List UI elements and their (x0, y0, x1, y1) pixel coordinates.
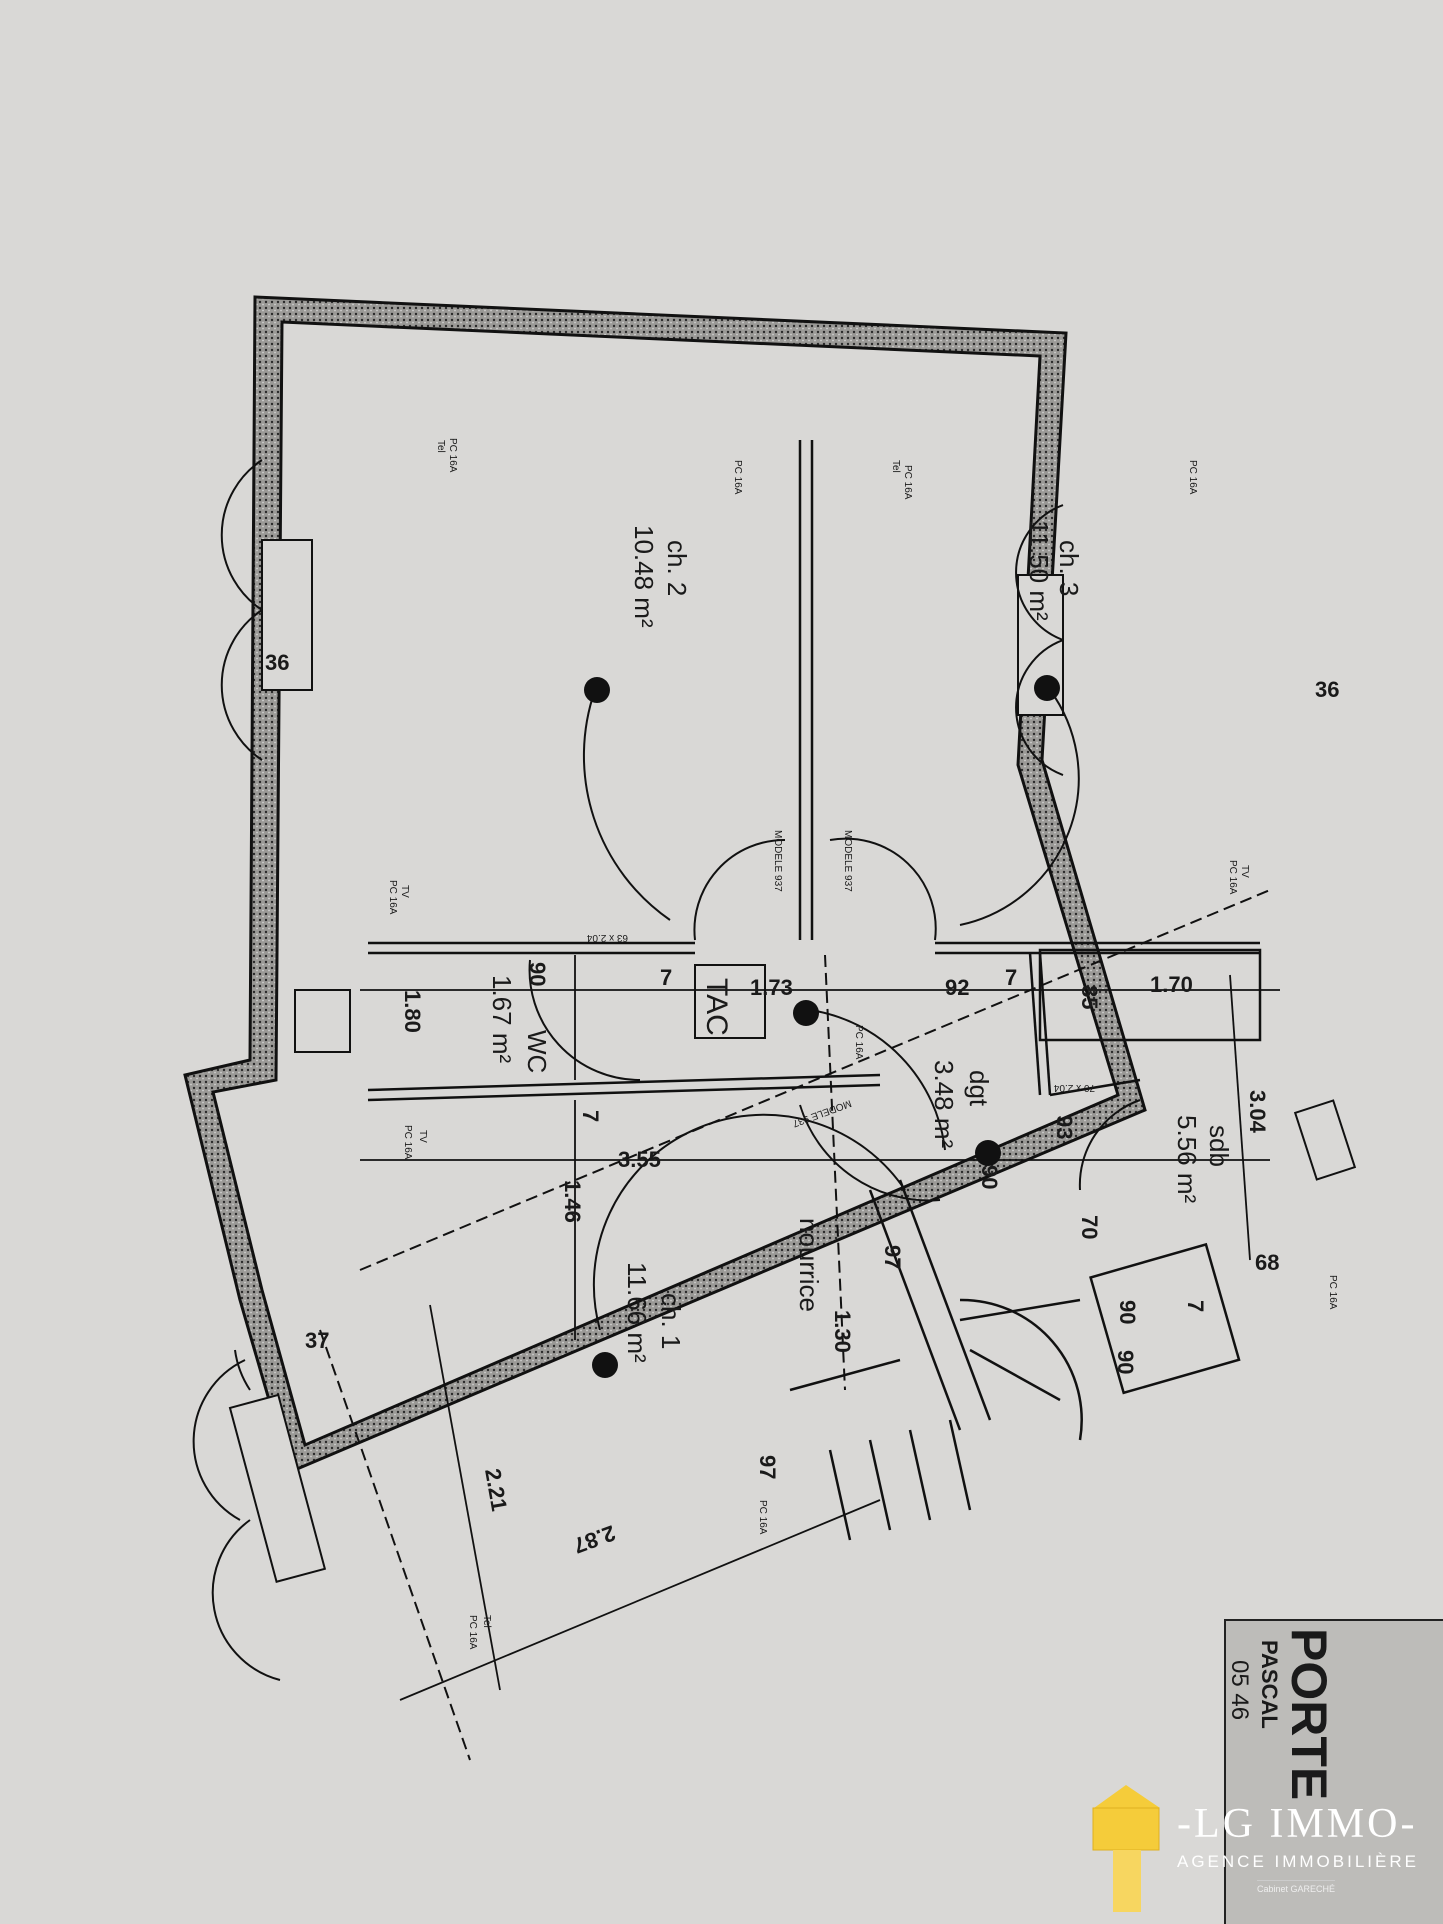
dimension-value: 92 (945, 975, 969, 1000)
tv-label: TV (417, 1130, 428, 1143)
outlet-label: PC 16A (467, 1615, 478, 1650)
dimension-value: 1.30 (830, 1310, 855, 1353)
outlet-label: PC 16A (853, 1025, 864, 1060)
dimension-value: 2.21 (480, 1467, 512, 1514)
logo-title: -LG IMMO- (1177, 1801, 1418, 1847)
door-size-label: 63 x 2.04 (586, 932, 628, 943)
outlet-label: PC 16A (387, 880, 398, 915)
room-area: 1.67 m² (487, 975, 517, 1063)
room-name: nourrice (794, 1218, 824, 1312)
dimension-value: 97 (880, 1245, 905, 1269)
dimension-value: 68 (1255, 1250, 1279, 1275)
outlet-label: PC 16A (402, 1125, 413, 1160)
door-model-label: MODELE 937 (772, 830, 783, 892)
room-area: 5.56 m² (1172, 1115, 1202, 1203)
agency-logo: -LG IMMO- AGENCE IMMOBILIÈRE Cabinet GAR… (1092, 1800, 1432, 1920)
dimension-value: 70 (1077, 1215, 1102, 1239)
outlet-label: PC 16A (447, 438, 458, 473)
logo-subtitle: AGENCE IMMOBILIÈRE (1177, 1852, 1419, 1871)
dimension-value: 90 (525, 962, 550, 986)
dimension-value: 1.73 (750, 975, 793, 1000)
dimension-value: 2.87 (570, 1520, 619, 1558)
dimension-value: 36 (1315, 677, 1339, 702)
dimension-value: 1.46 (560, 1180, 585, 1223)
tel-label: Tel (890, 460, 901, 473)
room-name: ch. 1 (656, 1293, 686, 1349)
dimension-value: 7 (1005, 965, 1017, 990)
room-name: ch. 3 (1054, 540, 1084, 596)
dimension-value: 3.04 (1245, 1090, 1270, 1134)
interior-walls (367, 440, 1262, 1541)
outlet-label: PC 16A (757, 1500, 768, 1535)
dimension-value: 3.55 (618, 1147, 661, 1172)
tel-label: Tel (481, 1615, 492, 1628)
door-size-label: 70 x 2.04 (1053, 1082, 1095, 1093)
dimension-value: 1.70 (1150, 972, 1193, 997)
outlet-label: PC 16A (1227, 860, 1238, 895)
outlet-label: PC 16A (1327, 1275, 1338, 1310)
tac-label: TAC (700, 978, 733, 1036)
tv-label: TV (1239, 865, 1250, 878)
dimension-lines (360, 955, 1280, 1701)
dimension-value: 93 (1052, 1115, 1077, 1139)
dimension-value: 7 (578, 1110, 603, 1122)
outlet-label: PC 16A (732, 460, 743, 495)
room-area: 10.48 m² (629, 525, 659, 628)
stamp-line2: PORTE (1281, 1628, 1337, 1800)
stamp-line1: PASCAL (1257, 1640, 1282, 1729)
room-name: WC (522, 1030, 552, 1073)
door-model-label: MODELE 937 (842, 830, 853, 892)
dimension-value: 7 (660, 965, 672, 990)
stamp-phone: 05 46 (1226, 1660, 1253, 1720)
tel-label: Tel (435, 440, 446, 453)
dimension-value: 90 (977, 1165, 1002, 1189)
dimension-value: 36 (265, 650, 289, 675)
tac-box (694, 964, 766, 1039)
logo-cabinet: Cabinet GARECHÉ (1257, 1880, 1336, 1894)
stamp: PASCAL PORTE 05 46 (1224, 1619, 1443, 1924)
outlet-label: PC 16A (902, 465, 913, 500)
room-area: 3.48 m² (929, 1060, 959, 1148)
dimension-value: 97 (755, 1455, 780, 1479)
ceiling-light-icons (584, 675, 1060, 1378)
dimension-value: 90 (1115, 1300, 1140, 1324)
dimension-value: 7 (1183, 1300, 1208, 1312)
room-name: sdb (1204, 1125, 1234, 1167)
outlet-label: PC 16A (1187, 460, 1198, 495)
tv-label: TV (399, 885, 410, 898)
room-area: 11.66 m² (622, 1262, 652, 1363)
room-name: ch. 2 (662, 540, 692, 596)
windows (192, 459, 1357, 1681)
dimension-value: 85 (1077, 985, 1102, 1009)
dimension-value: 37 (305, 1328, 329, 1353)
room-name: dgt (964, 1070, 994, 1107)
dashed-lines (319, 889, 1271, 1761)
dimension-value: 90 (1113, 1350, 1138, 1374)
logo-key-icon (1092, 1785, 1160, 1912)
dimension-value: 1.80 (400, 990, 425, 1033)
room-area: 11.50 m² (1024, 520, 1054, 621)
